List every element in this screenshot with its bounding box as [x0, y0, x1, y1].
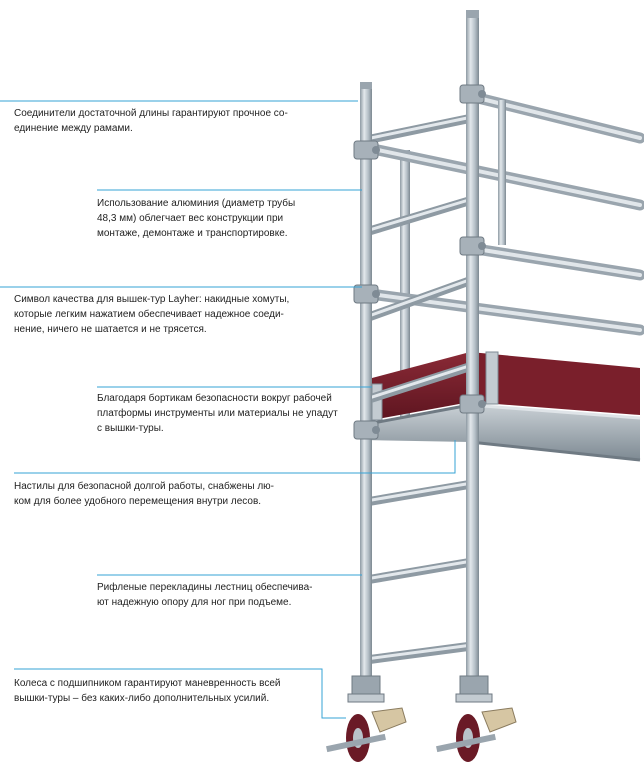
callout-rungs: Рифленые перекладины лестниц обеспечива-… — [97, 582, 313, 608]
ladder-rung — [361, 479, 477, 507]
deck-edge — [469, 403, 641, 420]
left-post — [360, 85, 372, 680]
clamp — [353, 284, 380, 304]
castor-right — [436, 675, 517, 762]
clamp — [353, 420, 380, 440]
callout-connectors: Соединители достаточной длины гарантирую… — [14, 108, 288, 134]
callout-leaders — [0, 100, 456, 719]
ladder-rung — [361, 557, 477, 585]
post-connector — [360, 82, 372, 89]
guard-rail — [468, 94, 642, 140]
ladder-rung — [361, 113, 477, 145]
castor-wheels — [326, 675, 517, 762]
far-post-upper — [400, 150, 410, 420]
clamp — [459, 394, 486, 414]
deck-edge — [469, 440, 641, 462]
deck-surface — [362, 405, 640, 460]
callout-leader — [14, 668, 346, 719]
callout-leader — [14, 440, 456, 474]
ladder-rung — [361, 195, 477, 237]
toe-board-bracket — [485, 351, 499, 405]
ladder-rungs — [361, 113, 477, 665]
platform-deck — [361, 403, 641, 462]
clamps — [353, 84, 486, 440]
right-post — [466, 14, 479, 684]
callout-wheels: Колеса с подшипником гарантируют маневре… — [14, 678, 281, 704]
callout-decks: Настилы для безопасной долгой работы, сн… — [14, 481, 275, 507]
wheel-brake — [481, 707, 517, 733]
clamp — [353, 140, 380, 160]
guard-rail — [376, 148, 642, 207]
guard-rail — [468, 246, 642, 277]
ladder-rung — [361, 641, 477, 665]
castor-left — [326, 675, 407, 762]
far-frame — [400, 150, 410, 420]
callout-aluminium: Использование алюминия (диаметр трубы 48… — [97, 198, 296, 239]
toe-board-side — [470, 352, 640, 415]
front-frame — [360, 10, 479, 684]
ladder-rung — [361, 275, 477, 323]
ladder-rung — [361, 361, 477, 405]
callout-toe-boards: Благодаря бортикам безопасности вокруг р… — [97, 393, 338, 434]
deck-edge — [361, 403, 471, 427]
post-connector — [466, 10, 479, 18]
clamp — [459, 236, 486, 256]
wheel-brake — [371, 707, 407, 733]
clamp — [459, 84, 486, 104]
rail-post — [498, 100, 506, 245]
callout-clamps: Символ качества для вышек-тур Layher: на… — [14, 294, 290, 335]
